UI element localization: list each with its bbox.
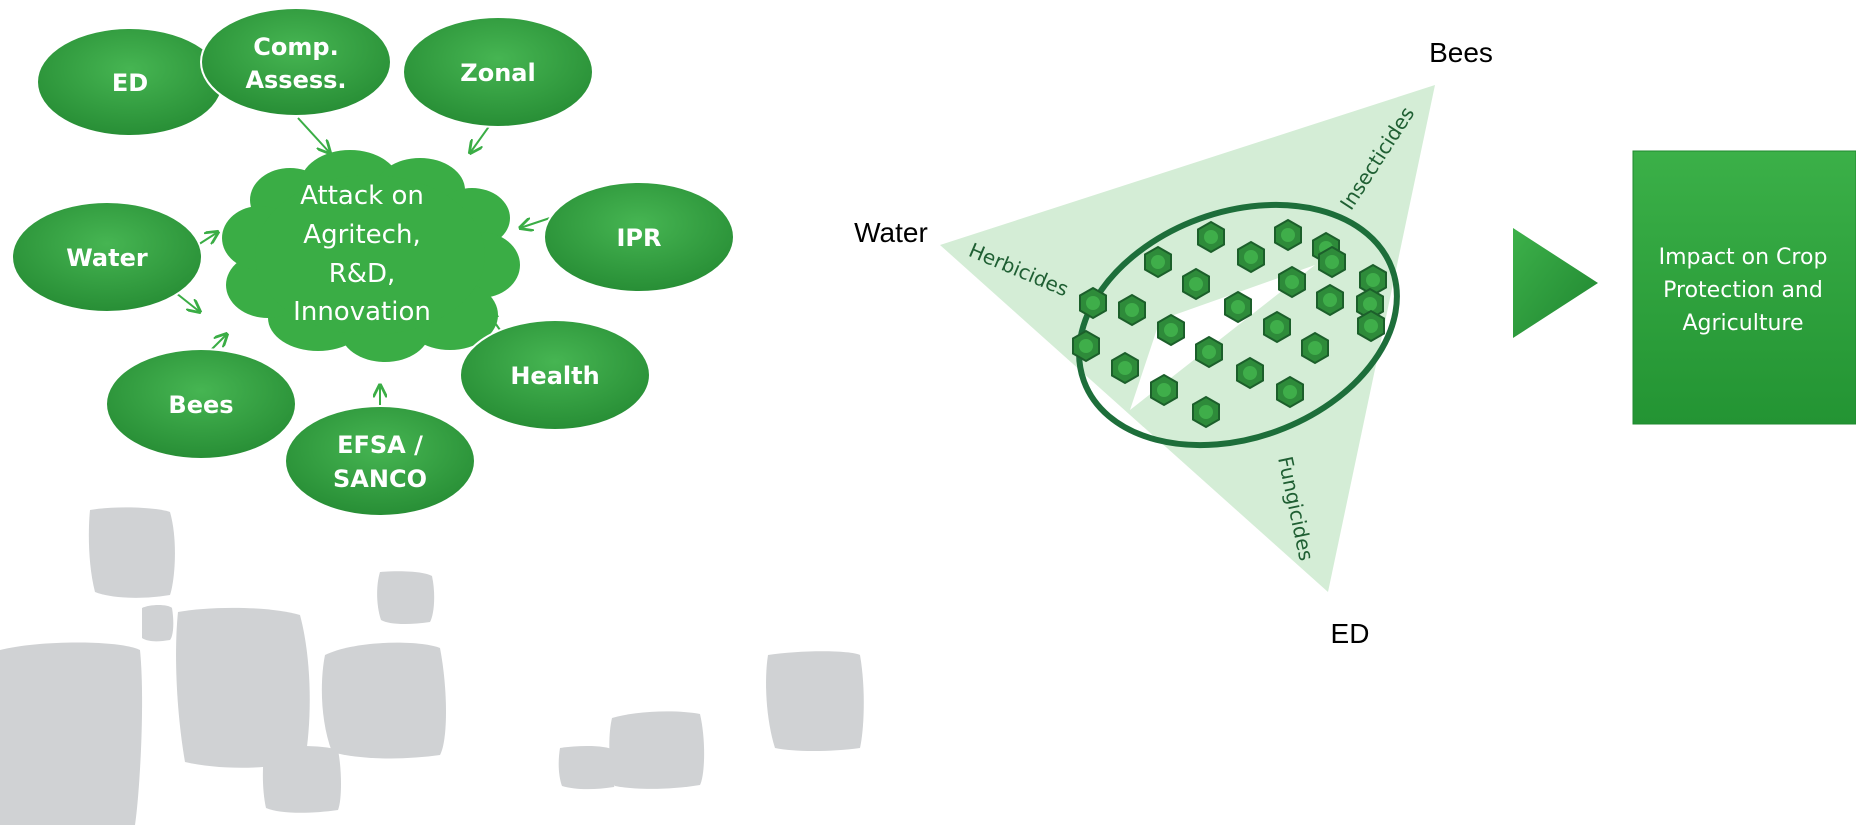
molecule-hexagon-core xyxy=(1244,250,1258,264)
oval-ipr-label: IPR xyxy=(617,224,662,252)
cloud-line-4: Innovation xyxy=(293,297,431,327)
leaf-shape xyxy=(377,571,435,625)
molecule-hexagon-core xyxy=(1285,275,1299,289)
molecule-hexagon-core xyxy=(1231,300,1245,314)
molecule-hexagon-core xyxy=(1364,319,1378,333)
oval-efsa-line-1: EFSA / xyxy=(337,431,423,459)
molecule-hexagon-core xyxy=(1283,385,1297,399)
decorative-leaf-pattern xyxy=(0,507,864,825)
molecule-hexagon-core xyxy=(1325,255,1339,269)
cloud-line-2: Agritech, xyxy=(303,220,420,250)
oval-bees: Bees xyxy=(105,348,297,460)
triangle-inner-cutout xyxy=(1130,265,1315,410)
oval-efsa-sanco: EFSA / SANCO xyxy=(284,405,476,517)
impact-line-2: Protection and xyxy=(1663,278,1823,303)
molecule-hexagon-core xyxy=(1363,297,1377,311)
molecule-hexagon-core xyxy=(1308,341,1322,355)
play-arrow xyxy=(1513,228,1598,338)
leaf-shape xyxy=(142,605,174,642)
leaf-shape xyxy=(262,745,341,813)
molecule-hexagon-core xyxy=(1199,405,1213,419)
oval-water-label: Water xyxy=(66,244,148,272)
molecule-hexagon-core xyxy=(1243,366,1257,380)
molecule-hexagon-core xyxy=(1164,323,1178,337)
corner-label-ed: ED xyxy=(1331,618,1370,649)
leaf-shape xyxy=(176,607,310,768)
oval-comp-assess-line-1: Comp. xyxy=(253,33,338,61)
oval-zonal: Zonal xyxy=(402,16,594,128)
oval-zonal-label: Zonal xyxy=(460,59,535,87)
molecule-hexagon-core xyxy=(1086,296,1100,310)
molecule-hexagons xyxy=(1072,218,1387,429)
oval-water: Water xyxy=(11,201,203,313)
molecule-hexagon-core xyxy=(1366,273,1380,287)
impact-line-3: Agriculture xyxy=(1683,311,1804,336)
corner-label-bees: Bees xyxy=(1429,37,1493,68)
molecule-hexagon-core xyxy=(1281,228,1295,242)
oval-ed: ED xyxy=(36,27,224,137)
central-cloud xyxy=(222,150,520,362)
impact-line-1: Impact on Crop xyxy=(1659,245,1828,270)
molecule-hexagon-core xyxy=(1202,345,1216,359)
cloud-line-1: Attack on xyxy=(300,181,424,211)
cloud-line-3: R&D, xyxy=(329,259,396,289)
molecule-ring xyxy=(1076,201,1400,449)
leaf-shape xyxy=(321,642,446,759)
oval-bees-label: Bees xyxy=(168,391,233,419)
impact-box xyxy=(1632,150,1856,425)
arrow-ipr xyxy=(520,217,551,228)
arrow-comp-assess xyxy=(297,117,330,153)
corner-label-water: Water xyxy=(854,217,928,248)
molecule-hexagon-core xyxy=(1151,255,1165,269)
leaf-shape xyxy=(0,642,143,825)
oval-efsa-line-2: SANCO xyxy=(333,465,427,493)
molecule-hexagon-core xyxy=(1204,230,1218,244)
molecule-hexagon-core xyxy=(1118,361,1132,375)
oval-comp-assess: Comp. Assess. xyxy=(200,7,392,117)
molecule-hexagon-core xyxy=(1189,277,1203,291)
molecule-hexagon-core xyxy=(1323,293,1337,307)
molecule-hexagon-core xyxy=(1079,339,1093,353)
leaf-shape xyxy=(88,507,175,598)
molecule-hexagon-core xyxy=(1270,320,1284,334)
oval-ed-label: ED xyxy=(112,69,148,97)
leaf-shape xyxy=(766,651,864,751)
oval-health: Health xyxy=(459,319,651,431)
molecule-hexagon-core xyxy=(1157,383,1171,397)
leaf-shape xyxy=(609,711,705,789)
molecule-hexagon-core xyxy=(1125,303,1139,317)
oval-comp-assess-line-2: Assess. xyxy=(245,66,346,94)
oval-ipr: IPR xyxy=(543,181,735,293)
oval-health-label: Health xyxy=(510,362,599,390)
arrow-water-lower xyxy=(175,292,200,312)
leaf-shape xyxy=(558,745,617,790)
